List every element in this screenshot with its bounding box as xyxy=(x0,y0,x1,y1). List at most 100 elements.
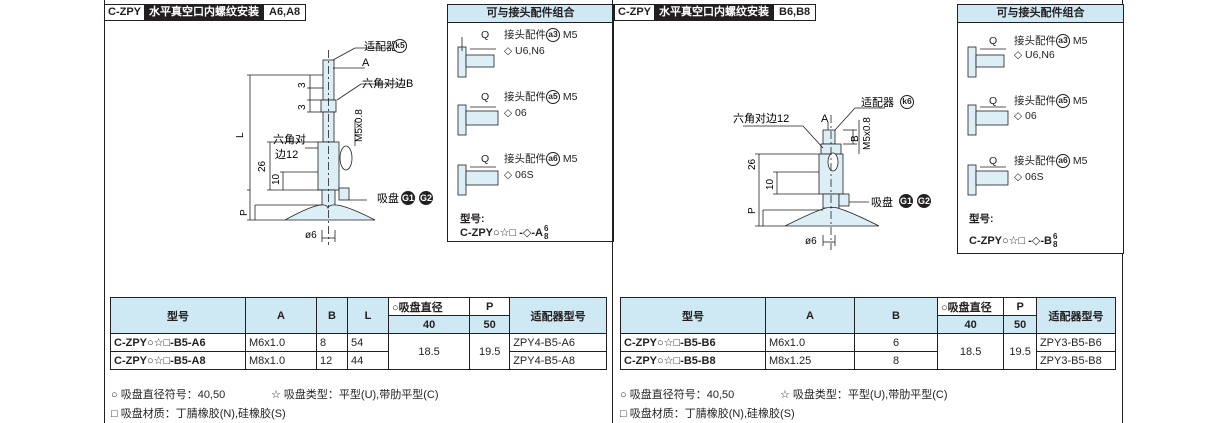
dimension-drawing: 适配器 A B 六角对边12 M5x0.8 吸盘 26 10 P ø6 xyxy=(733,96,894,250)
th-l: L xyxy=(347,297,389,334)
fitting-1-name: 接头配件 xyxy=(1014,35,1056,47)
fitting-3-thread: M5 xyxy=(1072,155,1088,167)
fitting-2-size: 06 xyxy=(515,107,527,119)
note-cup-material: □ 吸盘材质：丁腈橡胶(N),硅橡胶(S) xyxy=(620,408,795,420)
fitting-a5-badge-icon: a5 xyxy=(546,90,560,105)
cup-badge-g2-icon: G2 xyxy=(917,194,931,208)
note-cup-material: □ 吸盘材质：丁腈橡胶(N),硅橡胶(S) xyxy=(111,408,286,420)
fitting-a5-badge-icon: a5 xyxy=(1056,94,1070,109)
fitting-2-thread: M5 xyxy=(562,91,578,103)
spec-table: 型号 A B ○吸盘直径 P 适配器型号 40 50 C-ZPY○☆□-B5-B… xyxy=(620,297,1117,370)
table-row: C-ZPY○☆□-B5-B8 M8x1.25 8 ZPY3-B5-B8 xyxy=(620,351,1117,370)
fitting-3-q: Q xyxy=(989,155,998,167)
th-cup-dia-text: ○吸盘直径 xyxy=(941,301,992,314)
combo-model-label: 型号: xyxy=(969,213,994,225)
panel-a6-a8: C-ZPY 水平真空口内螺纹安装 A6,A8 xyxy=(104,0,614,423)
combo-model-text: C-ZPY○☆□ -◇-B xyxy=(969,234,1052,247)
th-p: P xyxy=(469,297,511,316)
th-cup-dia: ○吸盘直径 xyxy=(387,297,471,316)
dim-26: 26 xyxy=(257,160,268,172)
row2-adapter: ZPY4-B5-A8 xyxy=(509,351,607,370)
fitting-3-thread: M5 xyxy=(562,153,578,165)
fitting-2-diamond: ◇ 06 xyxy=(1014,110,1037,122)
header-code: C-ZPY xyxy=(104,4,145,21)
table-row: C-ZPY○☆□-B5-A8 M8x1.0 12 44 ZPY4-B5-A8 xyxy=(110,351,607,370)
fitting-1-thread: M5 xyxy=(1072,35,1088,47)
row2-model: C-ZPY○☆□-B5-A8 xyxy=(110,351,246,370)
dim-l: L xyxy=(235,132,246,138)
th-cup-dia-text: ○吸盘直径 xyxy=(392,301,443,314)
fitting-3-diamond: ◇ 06S xyxy=(1014,171,1044,183)
row2-b: 8 xyxy=(854,351,938,370)
th-cup-dia: ○吸盘直径 xyxy=(936,297,1005,316)
dim-dia6: ø6 xyxy=(805,236,817,247)
row1-a: M6x1.0 xyxy=(245,333,317,352)
th-model: 型号 xyxy=(110,297,246,334)
hex-b-label: 六角对边B xyxy=(362,76,413,90)
note-cup-type: ☆ 吸盘类型：平型(U),带肋平型(C) xyxy=(780,389,948,401)
panel-header: C-ZPY 水平真空口内螺纹安装 A6,A8 xyxy=(104,4,307,21)
hex12-label-line2: 边12 xyxy=(275,148,298,161)
dim-a-label: A xyxy=(821,113,829,125)
fitting-1-diamond: ◇ U6,N6 xyxy=(1014,49,1055,61)
dim-3a: 3 xyxy=(297,82,308,88)
header-title: 水平真空口内螺纹安装 xyxy=(655,4,773,21)
fitting-2-diamond: ◇ 06 xyxy=(504,107,527,119)
th-b: B xyxy=(316,297,348,334)
row1-adapter: ZPY4-B5-A6 xyxy=(509,333,607,352)
th-p40: 40 xyxy=(387,315,471,334)
header-variant: A6,A8 xyxy=(263,4,307,21)
fitting-3-size: 06S xyxy=(515,169,534,181)
row2-a: M8x1.0 xyxy=(245,351,317,370)
p50-value: 19.5 xyxy=(1003,333,1037,370)
combo-title: 可与接头配件组合 xyxy=(448,5,613,23)
fitting-2-name: 接头配件 xyxy=(1014,95,1056,107)
combo-model-sub: 8 xyxy=(1052,240,1058,249)
p50-value: 19.5 xyxy=(469,333,511,370)
dim-dia6: ø6 xyxy=(305,230,317,241)
dim-10: 10 xyxy=(271,173,282,185)
row1-l: 54 xyxy=(347,333,389,352)
table-row: C-ZPY○☆□-B5-A6 M6x1.0 8 54 18.5 19.5 ZPY… xyxy=(110,333,607,370)
fitting-2-q: Q xyxy=(989,95,998,107)
header-variant: B6,B8 xyxy=(773,4,817,21)
dimension-drawing: 适配器 A 六角对边B 六角对 边12 M5x0.8 吸盘 L 26 10 P … xyxy=(235,40,413,245)
fitting-2-name: 接头配件 xyxy=(504,91,546,103)
spec-table: 型号 A B L ○吸盘直径 P 适配器型号 40 50 C-ZPY○☆□-B5… xyxy=(110,297,607,370)
fitting-3-name: 接头配件 xyxy=(504,153,546,165)
combo-model-label: 型号: xyxy=(460,213,485,225)
cup-label: 吸盘 xyxy=(377,191,399,205)
hex12-label-line1: 六角对 xyxy=(273,132,306,146)
fitting-1-size: U6,N6 xyxy=(515,45,545,57)
th-adapter: 适配器型号 xyxy=(509,297,607,334)
fitting-a6-badge-icon: a6 xyxy=(546,152,560,167)
dim-p: P xyxy=(747,207,758,214)
cup-label: 吸盘 xyxy=(871,195,893,209)
fitting-a3-badge-icon: a3 xyxy=(1056,34,1070,49)
row2-a: M8x1.25 xyxy=(765,351,855,370)
header-title: 水平真空口内螺纹安装 xyxy=(145,4,263,21)
th-p50: 50 xyxy=(469,315,511,334)
row1-b: 8 xyxy=(316,333,348,352)
table-row: C-ZPY○☆□-B5-B6 M6x1.0 6 18.5 19.5 ZPY3-B… xyxy=(620,333,1117,370)
panel-b6-b8: C-ZPY 水平真空口内螺纹安装 B6,B8 xyxy=(612,0,1124,423)
fitting-3-size: 06S xyxy=(1025,171,1044,183)
adapter-badge-icon: k5 xyxy=(393,39,407,53)
row1-model: C-ZPY○☆□-B5-B6 xyxy=(620,333,766,352)
dim-a-label: A xyxy=(362,57,370,69)
note-cup-diameter: ○ 吸盘直径符号：40,50 xyxy=(111,389,226,401)
adapter-badge-icon: k6 xyxy=(900,95,914,109)
fitting-drawings xyxy=(457,37,499,196)
fitting-1-name: 接头配件 xyxy=(504,29,546,41)
thread-label: M5x0.8 xyxy=(862,117,873,150)
th-p40: 40 xyxy=(936,315,1005,334)
p40-value: 18.5 xyxy=(387,333,471,370)
fitting-1-thread: M5 xyxy=(562,29,578,41)
dim-p: P xyxy=(239,209,250,216)
